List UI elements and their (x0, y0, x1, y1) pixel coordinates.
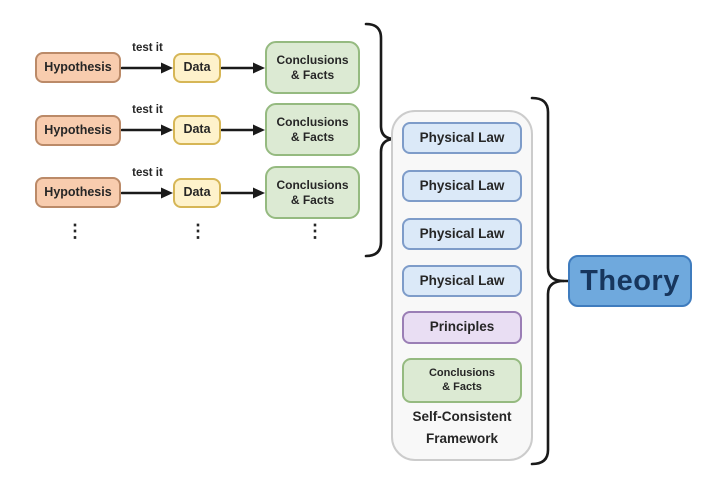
data-box: Data (173, 115, 221, 145)
column-ellipsis: ⋮ (306, 221, 324, 241)
conclusions-box: Conclusions & Facts (265, 166, 360, 219)
data-box: Data (173, 178, 221, 208)
arrowhead-icon (253, 187, 265, 199)
conclusions-box: Conclusions & Facts (265, 103, 360, 156)
arrowhead-icon (161, 187, 173, 199)
physical-law-box: Physical Law (402, 122, 522, 154)
framework-caption: Self-Consistent Framework (412, 409, 512, 446)
arrowhead-icon (161, 124, 173, 136)
arrowhead-icon (253, 62, 265, 74)
column-ellipsis: ⋮ (189, 221, 207, 241)
test-it-label: test it (132, 167, 163, 179)
test-it-label: test it (132, 42, 163, 54)
physical-law-box: Physical Law (402, 218, 522, 250)
principles-box: Principles (402, 311, 522, 344)
column-ellipsis: ⋮ (66, 221, 84, 241)
theory-box: Theory (568, 255, 692, 307)
data-box: Data (173, 53, 221, 83)
arrowhead-icon (161, 62, 173, 74)
test-it-label: test it (132, 104, 163, 116)
conclusions-box: Conclusions & Facts (265, 41, 360, 94)
physical-law-box: Physical Law (402, 170, 522, 202)
hypothesis-box: Hypothesis (35, 115, 121, 146)
right-brace (530, 96, 565, 466)
arrowhead-icon (253, 124, 265, 136)
hypothesis-box: Hypothesis (35, 52, 121, 83)
physical-law-box: Physical Law (402, 265, 522, 297)
framework-conclusions-box: Conclusions & Facts (402, 358, 522, 403)
hypothesis-box: Hypothesis (35, 177, 121, 208)
